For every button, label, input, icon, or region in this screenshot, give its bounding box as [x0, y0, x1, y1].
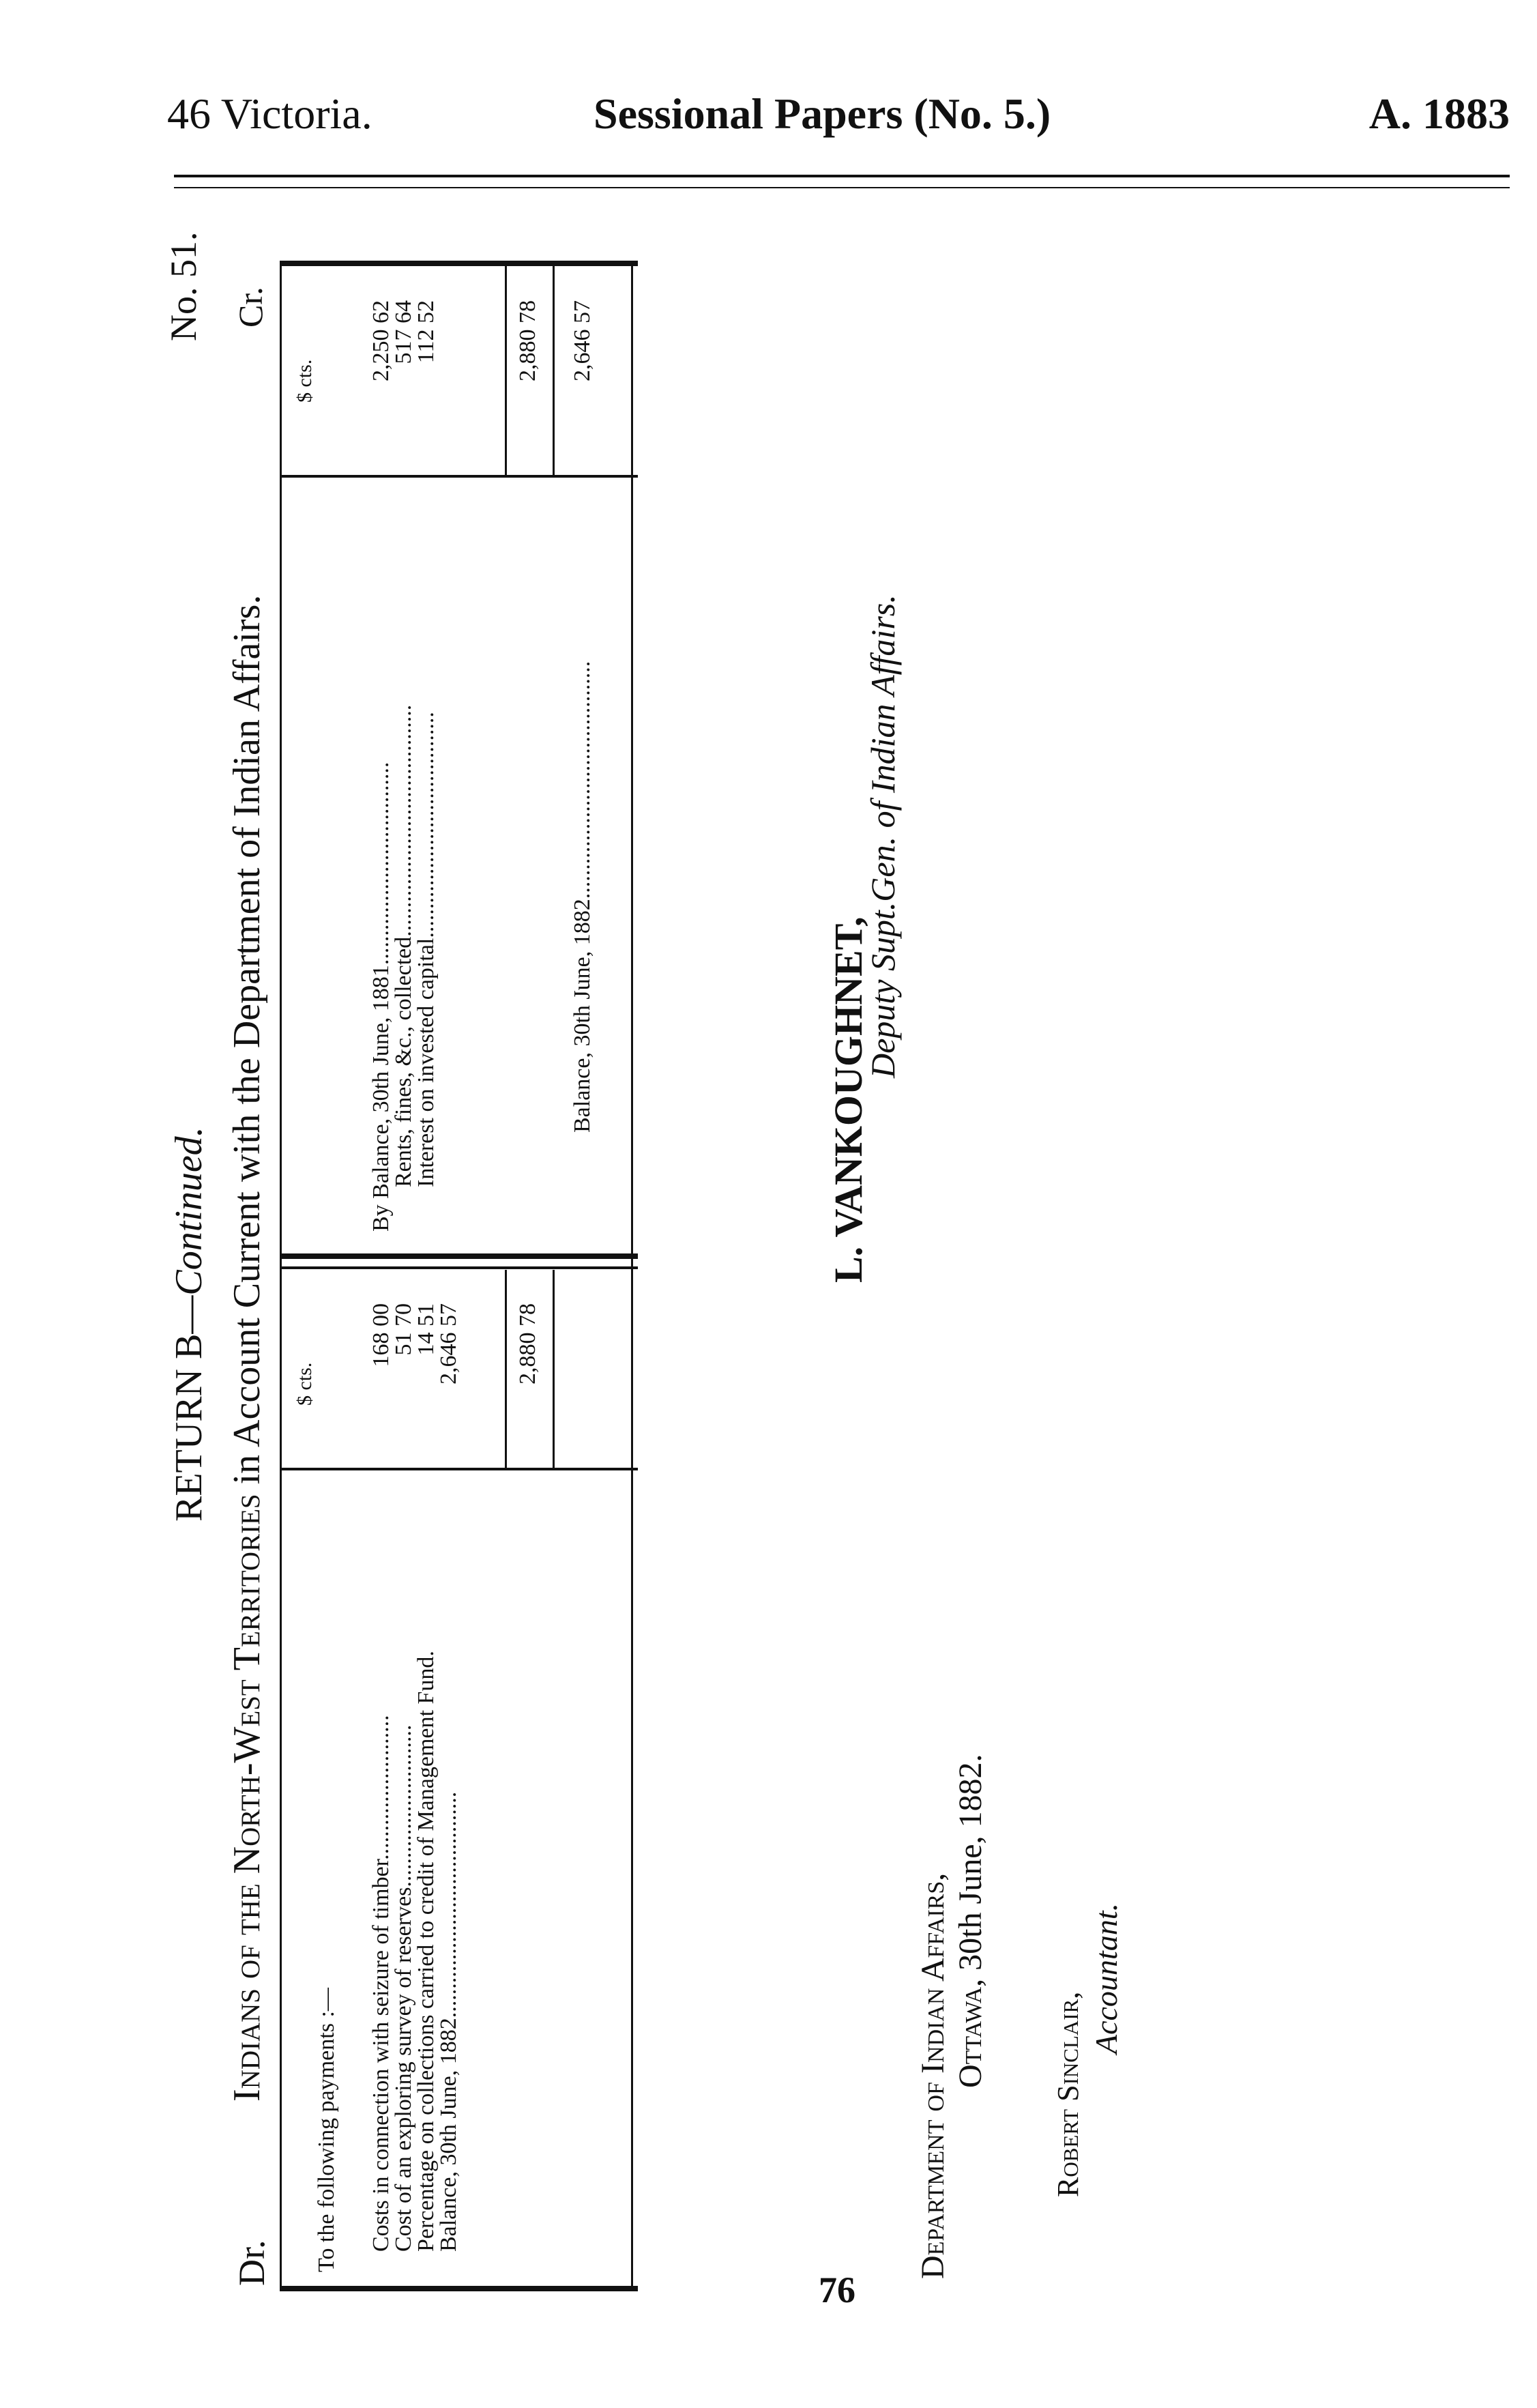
debit-total: 2,880 78	[515, 1303, 540, 1384]
accountant-name: Robert Sinclair,	[1051, 1991, 1085, 2197]
credit-total-rule	[505, 266, 507, 475]
header-rule-thin	[174, 187, 1510, 188]
credit-item-value: 112 52	[413, 300, 439, 364]
credit-unit-label: $ cts.	[293, 359, 316, 403]
credit-item-label: Interest on invested capital............…	[413, 712, 439, 1187]
credit-amount-rule-left	[280, 475, 638, 478]
accountant-title: Accountant.	[1089, 1903, 1124, 2054]
debit-label: Dr.	[231, 2239, 272, 2287]
heading-territories: Indians of the North-West Territories	[226, 1494, 268, 2102]
center-double-rule	[280, 1253, 638, 1259]
date-text: 30th June, 1882.	[952, 1754, 989, 1979]
header-year: A. 1883	[1368, 89, 1510, 138]
account-table: $ cts. $ cts. To the following payments …	[280, 259, 638, 2306]
account-heading: Indians of the North-West Territories in…	[225, 595, 269, 2102]
header-papers: Sessional Papers (No. 5.)	[594, 89, 1051, 138]
signatory-title: Deputy Supt.Gen. of Indian Affairs.	[864, 594, 902, 1078]
table-right-border	[280, 261, 638, 266]
credit-total: 2,880 78	[515, 300, 540, 381]
debit-unit-label: $ cts.	[293, 1362, 316, 1406]
header-session: 46 Victoria.	[167, 89, 372, 138]
table-left-border	[280, 2286, 638, 2291]
debit-item-value: 2,646 57	[436, 1303, 461, 1384]
return-number: No. 51.	[163, 231, 204, 342]
debit-amount-rule-right	[280, 1266, 638, 1269]
place-date-line: Ottawa, 30th June, 1882.	[952, 1754, 989, 2088]
debit-amount-rule-left	[280, 1468, 638, 1470]
credit-label: Cr.	[231, 287, 269, 328]
header-rule	[174, 175, 1510, 177]
debit-total-rule	[505, 1270, 507, 1468]
place-name: Ottawa,	[952, 1978, 989, 2088]
return-title: RETURN B—Continued.	[167, 1127, 211, 1522]
return-title-main: RETURN B—	[168, 1295, 210, 1522]
credit-balance-label: Balance, 30th June, 1882................…	[570, 661, 595, 1133]
table-bottom-rule	[631, 261, 633, 2291]
page-number: 76	[819, 2269, 855, 2310]
return-title-continued: Continued.	[168, 1127, 210, 1296]
heading-rest: in Account Current with the Department o…	[226, 594, 268, 1494]
credit-total-rule-bottom	[553, 266, 555, 475]
debit-item-label: Balance, 30th June, 1882................…	[436, 1791, 461, 2252]
debit-total-rule-bottom	[553, 1270, 555, 1468]
department-line: Department of Indian Affairs,	[915, 1872, 951, 2279]
debit-intro: To the following payments :—	[314, 1988, 339, 2272]
table-top-rule	[280, 261, 282, 2291]
credit-balance-value: 2,646 57	[570, 300, 595, 381]
rotated-return-page: No. 51. RETURN B—Continued. Dr. Indians …	[0, 191, 1501, 2306]
